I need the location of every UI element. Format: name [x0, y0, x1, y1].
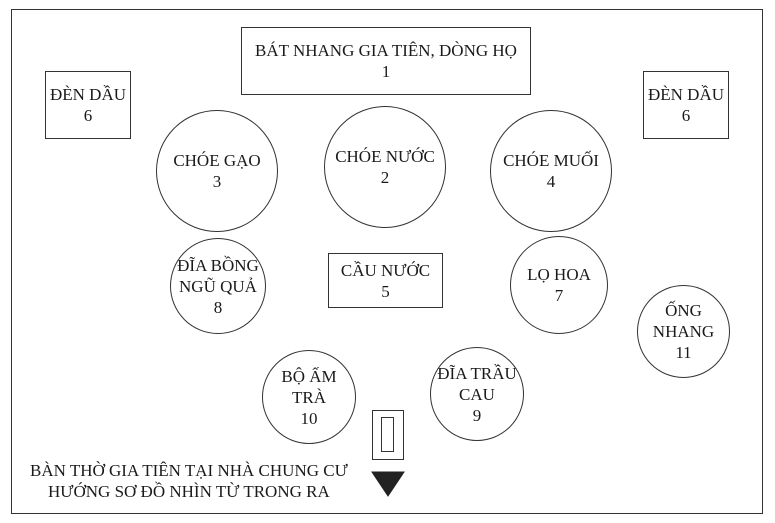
- direction-arrow-icon: [371, 471, 405, 497]
- water-jar-label: CHÓE NƯỚC: [335, 147, 435, 166]
- incense-tube-number: 11: [675, 343, 692, 362]
- flower-vase-circle: LỌ HOA 7: [510, 236, 608, 334]
- fruit-plate-circle: ĐĨA BỒNG NGŨ QUẢ 8: [170, 238, 266, 334]
- betel-plate-number: 9: [472, 405, 482, 425]
- caption-line-2: HƯỚNG SƠ ĐỒ NHÌN TỪ TRONG RA: [48, 482, 330, 501]
- rice-jar-label: CHÓE GẠO: [173, 151, 261, 170]
- tea-set-label: BỘ ẤM TRÀ: [281, 366, 337, 407]
- incense-tube-circle: ỐNG NHANG 11: [637, 285, 730, 378]
- diagram-caption: BÀN THỜ GIA TIÊN TẠI NHÀ CHUNG CƯ HƯỚNG …: [30, 460, 348, 502]
- viewer-position-marker-inner: [381, 417, 394, 452]
- oil-lamp-left-number: 6: [83, 106, 93, 125]
- oil-lamp-right-label: ĐÈN DẦU: [647, 85, 725, 104]
- tea-set-circle: BỘ ẤM TRÀ 10: [262, 350, 356, 444]
- flower-vase-label: LỌ HOA: [527, 265, 591, 284]
- tea-set-number: 10: [300, 408, 318, 428]
- incense-bowl-number: 1: [381, 62, 391, 81]
- caption-line-1: BÀN THỜ GIA TIÊN TẠI NHÀ CHUNG CƯ: [30, 461, 348, 480]
- oil-lamp-right-number: 6: [681, 106, 691, 125]
- betel-plate-circle: ĐĨA TRẦU CAU 9: [430, 347, 524, 441]
- oil-lamp-right-box: ĐÈN DẦU 6: [643, 71, 729, 139]
- fruit-plate-number: 8: [213, 297, 223, 317]
- rice-jar-circle: CHÓE GẠO 3: [156, 110, 278, 232]
- incense-tube-label: ỐNG NHANG: [652, 301, 715, 341]
- salt-jar-number: 4: [546, 172, 556, 191]
- incense-bowl-box: BÁT NHANG GIA TIÊN, DÒNG HỌ 1: [241, 27, 531, 95]
- oil-lamp-left-box: ĐÈN DẦU 6: [45, 71, 131, 139]
- water-cup-label: CẦU NƯỚC: [340, 260, 431, 280]
- flower-vase-number: 7: [554, 286, 564, 305]
- viewer-position-marker: [372, 410, 404, 460]
- water-jar-number: 2: [380, 168, 390, 187]
- water-cup-number: 5: [381, 281, 390, 301]
- oil-lamp-left-label: ĐÈN DẦU: [49, 85, 127, 104]
- fruit-plate-label: ĐĨA BỒNG NGŨ QUẢ: [177, 255, 259, 296]
- salt-jar-circle: CHÓE MUỐI 4: [490, 110, 612, 232]
- water-cup-box: CẦU NƯỚC 5: [328, 253, 443, 308]
- betel-plate-label: ĐĨA TRẦU CAU: [437, 363, 517, 404]
- rice-jar-number: 3: [212, 172, 222, 191]
- water-jar-circle: CHÓE NƯỚC 2: [324, 106, 446, 228]
- diagram-frame: [11, 9, 763, 514]
- incense-bowl-label: BÁT NHANG GIA TIÊN, DÒNG HỌ: [255, 41, 517, 60]
- salt-jar-label: CHÓE MUỐI: [503, 151, 599, 170]
